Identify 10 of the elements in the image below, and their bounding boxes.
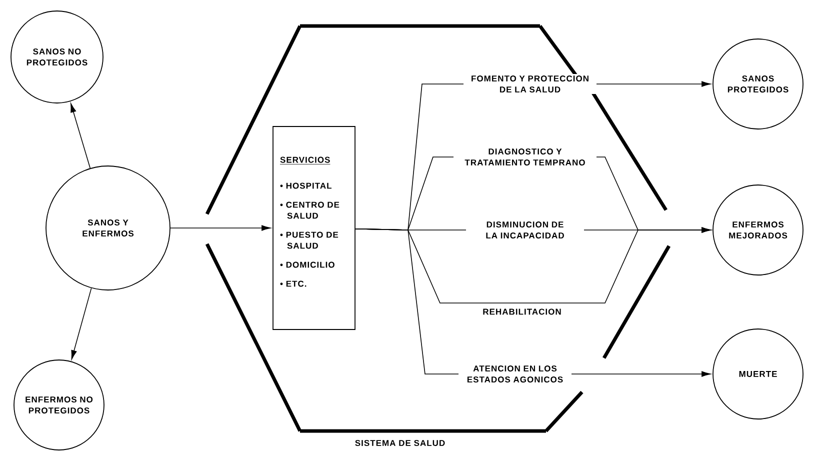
arrow xyxy=(70,103,91,169)
system-label: SISTEMA DE SALUD xyxy=(355,440,445,446)
edge-label: DISMINUCION DE LA INCAPACIDAD xyxy=(466,220,584,240)
edge-label: ATENCION EN LOS ESTADOS AGONICOS xyxy=(458,364,572,384)
edge-label: REHABILITACION xyxy=(483,308,561,315)
edge-label: FOMENTO Y PROTECCION DE LA SALUD xyxy=(464,74,596,94)
services-box: SERVICIOS • HOSPITAL • CENTRO DE SALUD • PUESTO DE SALUD • DOMICILIO • ETC. xyxy=(272,126,356,330)
arrow xyxy=(71,288,92,360)
arrow xyxy=(170,225,271,231)
edge-label: DIAGNOSTICO Y TRATAMIENTO TEMPRANO xyxy=(454,147,596,167)
